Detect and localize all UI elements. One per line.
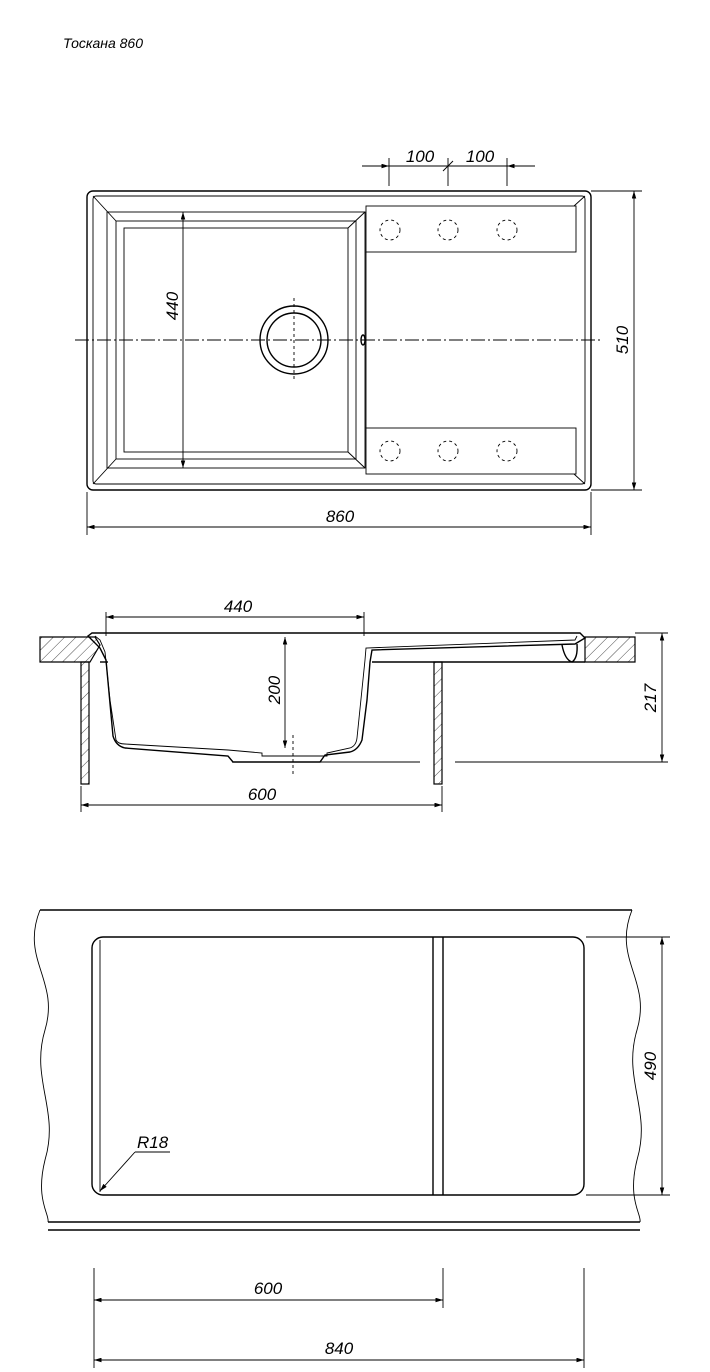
- dim-depth-label: 510: [613, 325, 632, 354]
- countertop-left: [39, 636, 101, 663]
- break-line-left: [33, 909, 50, 1223]
- overflow-section: [561, 643, 578, 663]
- cabinet-wall-left: [80, 661, 90, 785]
- dim-hole-spacing-1: 100: [406, 147, 435, 166]
- dim-cutout-depth: 490: [641, 1051, 660, 1080]
- drainer-panel-top: [365, 205, 577, 253]
- dim-cutout-width: 840: [325, 1339, 354, 1358]
- dim-bowl-label: 440: [163, 291, 182, 320]
- drawing-title: Тоскана 860: [63, 35, 143, 51]
- drainer-panel-bottom: [365, 427, 577, 475]
- break-line-right: [625, 909, 642, 1223]
- dim-section-bowl-depth: 200: [265, 675, 284, 705]
- section-view: 440 200 217 600: [39, 597, 668, 812]
- tap-holes: [379, 219, 518, 462]
- top-view: 440 510 860 100 100: [75, 147, 642, 535]
- cutout-view: 490 R18 600 840: [33, 909, 670, 1368]
- dim-cutout-radius: R18: [137, 1133, 169, 1152]
- cutout-outline: [91, 936, 585, 1196]
- dim-hole-spacing-2: 100: [466, 147, 495, 166]
- dim-section-cabinet: 600: [248, 785, 277, 804]
- dim-width-label: 860: [326, 507, 355, 526]
- sink-profile-outer: [86, 632, 587, 763]
- dim-section-bowl-width: 440: [224, 597, 253, 616]
- cabinet-wall-right: [433, 661, 443, 785]
- dim-cutout-cabinet: 600: [254, 1279, 283, 1298]
- sink-outline: [86, 190, 592, 491]
- countertop-right: [584, 636, 636, 663]
- dim-section-height: 217: [641, 683, 660, 713]
- sink-profile-inner: [94, 635, 578, 757]
